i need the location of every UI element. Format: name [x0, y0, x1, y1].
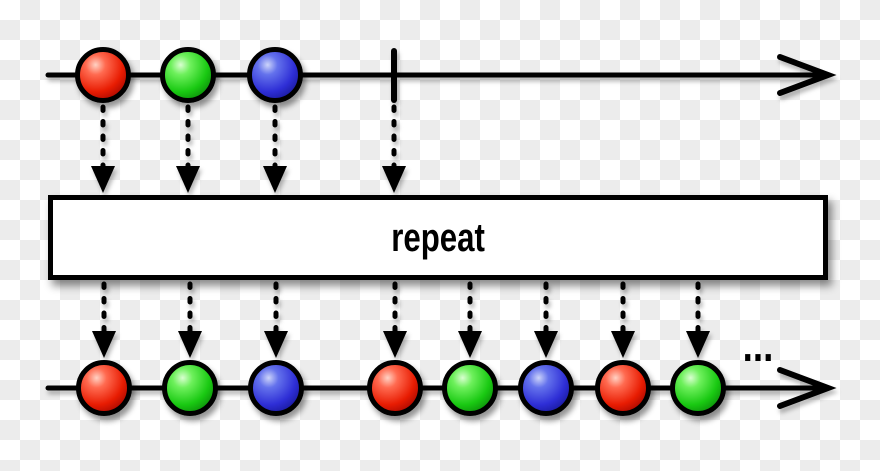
marble-green	[670, 360, 726, 416]
input-arrow-arrowhead-icon	[91, 166, 115, 193]
marble-red	[75, 47, 131, 103]
ellipsis-label: ...	[742, 319, 774, 371]
output-arrow-arrowhead-icon	[178, 331, 202, 358]
operator-box: repeat	[48, 195, 828, 280]
input-arrow-arrowhead-icon	[263, 166, 287, 193]
marble-red	[595, 360, 651, 416]
output-timeline-arrowhead-icon	[777, 367, 837, 409]
output-arrow-arrowhead-icon	[534, 331, 558, 358]
operator-label: repeat	[391, 215, 485, 260]
output-arrow-arrowhead-icon	[264, 331, 288, 358]
output-arrow-arrowhead-icon	[458, 331, 482, 358]
marble-red	[367, 360, 423, 416]
marble-blue	[248, 360, 304, 416]
input-arrow-arrowhead-icon	[382, 166, 406, 193]
marble-green	[162, 360, 218, 416]
output-arrow-arrowhead-icon	[383, 331, 407, 358]
marble-red	[76, 360, 132, 416]
marble-blue	[518, 360, 574, 416]
output-arrow-arrowhead-icon	[92, 331, 116, 358]
input-timeline-arrowhead-icon	[777, 54, 837, 96]
input-arrow-arrowhead-icon	[176, 166, 200, 193]
marble-blue	[247, 47, 303, 103]
marble-green	[160, 47, 216, 103]
output-arrow-arrowhead-icon	[686, 331, 710, 358]
output-arrow-arrowhead-icon	[611, 331, 635, 358]
marble-green	[442, 360, 498, 416]
